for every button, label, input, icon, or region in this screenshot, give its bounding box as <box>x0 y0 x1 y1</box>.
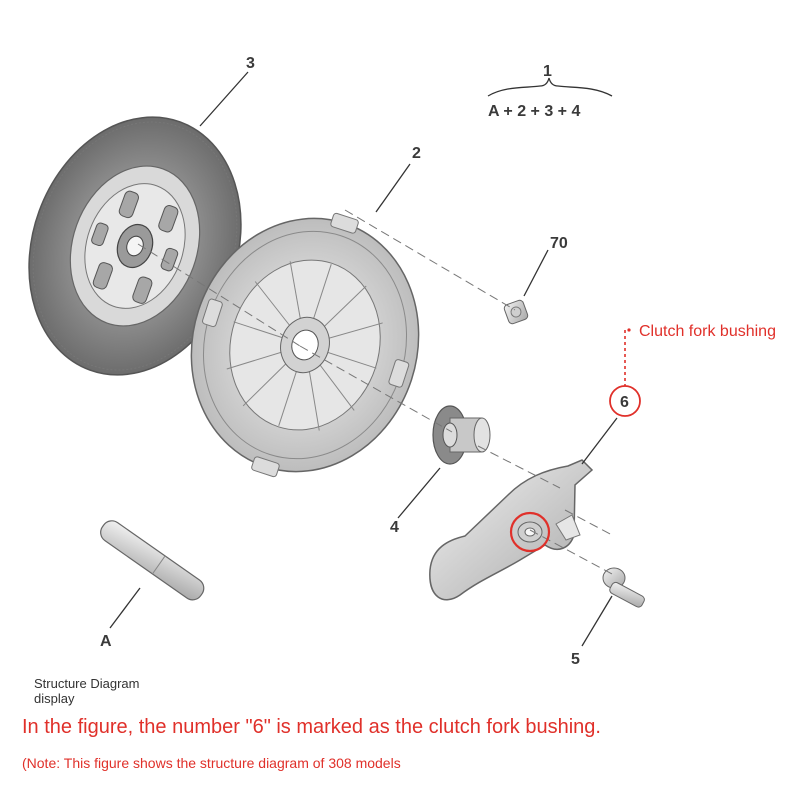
label-6-circle <box>609 385 641 417</box>
label-5: 5 <box>571 651 580 668</box>
bolt <box>503 299 529 325</box>
callout-label: Clutch fork bushing <box>639 323 776 340</box>
leader-lines <box>109 71 618 647</box>
pressure-plate <box>190 212 420 478</box>
caption-main: In the figure, the number "6" is marked … <box>22 716 601 738</box>
release-bearing <box>432 405 491 465</box>
label-1: 1 <box>543 63 552 80</box>
label-4: 4 <box>390 519 399 536</box>
label-a: A <box>100 633 112 650</box>
callout: Clutch fork bushing 6 <box>509 323 776 553</box>
group-brace <box>487 77 613 97</box>
label-70: 70 <box>550 235 568 252</box>
clutch-disc <box>28 116 242 376</box>
caption-note: (Note: This figure shows the structure d… <box>22 755 401 771</box>
pivot-stud <box>602 567 645 608</box>
bushing-highlight-circle <box>509 511 551 553</box>
guide-shaft <box>100 520 205 601</box>
label-6: 6 <box>620 394 629 411</box>
assembly-axis-lines <box>137 209 613 575</box>
label-2: 2 <box>412 145 421 162</box>
label-3: 3 <box>246 55 255 72</box>
label-formula: A + 2 + 3 + 4 <box>488 103 580 120</box>
caption-structure-diagram: Structure Diagram display <box>34 676 140 706</box>
